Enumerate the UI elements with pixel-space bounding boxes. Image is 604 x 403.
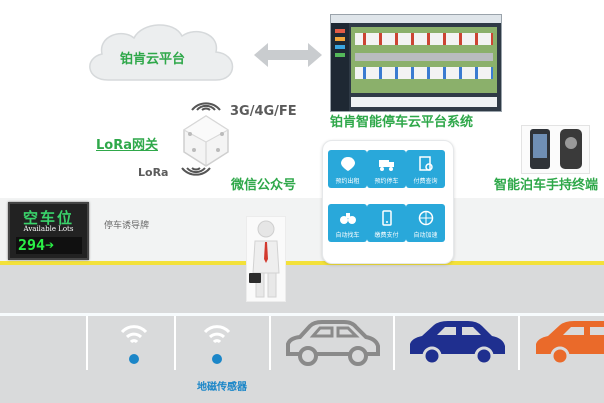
screen-footer bbox=[351, 97, 497, 107]
geomagnetic-sensor-icon bbox=[203, 325, 231, 364]
road-yellow-line bbox=[0, 261, 604, 265]
person-icon bbox=[249, 220, 280, 298]
phone-icon bbox=[530, 129, 550, 169]
screen-titlebar bbox=[331, 15, 501, 23]
globe-icon bbox=[418, 210, 434, 226]
terminal-button bbox=[565, 137, 577, 149]
screen-menu-item bbox=[335, 37, 345, 41]
double-arrow-icon bbox=[254, 43, 322, 67]
parking-divider bbox=[393, 316, 395, 370]
wechat-tile[interactable]: 预约出租 bbox=[328, 150, 367, 188]
sign-count-display: 294➔ bbox=[16, 237, 82, 254]
map-pin-icon bbox=[341, 157, 355, 171]
screen-menu-item bbox=[335, 53, 345, 57]
sidewalk bbox=[0, 198, 604, 264]
wechat-tile[interactable]: 自动找车 bbox=[328, 204, 367, 242]
geomagnetic-sensor-icon bbox=[120, 325, 148, 364]
wifi-signal-icon bbox=[181, 167, 211, 176]
sign-subtitle: Available Lots bbox=[23, 225, 74, 233]
platform-label: 铂肯智能停车云平台系统 bbox=[330, 115, 474, 130]
car-blue-icon bbox=[410, 321, 505, 366]
wechat-tile[interactable]: 自动加速 bbox=[406, 204, 445, 242]
network-label: 3G/4G/FE bbox=[230, 104, 297, 119]
sensor-label: 地磁传感器 bbox=[197, 382, 247, 393]
mobile-payment-icon bbox=[382, 210, 392, 226]
parking-divider bbox=[518, 316, 520, 370]
parking-row bbox=[355, 33, 493, 45]
binoculars-icon bbox=[340, 213, 356, 224]
gateway-label: LoRa网关 bbox=[96, 138, 158, 153]
handheld-terminal-image bbox=[521, 125, 590, 174]
sign-count: 294 bbox=[18, 236, 46, 254]
parking-divider bbox=[86, 316, 88, 370]
wechat-tile[interactable]: 缴费支付 bbox=[367, 204, 406, 242]
phone-screen bbox=[533, 134, 547, 158]
parking-guide-sign: 空车位 Available Lots 294➔ bbox=[8, 202, 89, 260]
terminal-icon bbox=[560, 129, 582, 169]
wechat-tile[interactable]: 预约停车 bbox=[367, 150, 406, 188]
wechat-label: 微信公众号 bbox=[231, 178, 297, 193]
arrow-right-icon: ➔ bbox=[45, 236, 55, 254]
lora-label: LoRa bbox=[138, 166, 169, 179]
parking-lot-line bbox=[0, 313, 604, 316]
screen-menu-item bbox=[335, 29, 345, 33]
parking-divider bbox=[269, 316, 271, 370]
lane bbox=[355, 53, 493, 61]
car-outline-icon bbox=[286, 320, 380, 366]
cloud-label: 铂肯云平台 bbox=[120, 52, 186, 67]
document-search-icon bbox=[419, 156, 433, 171]
platform-screenshot bbox=[330, 14, 502, 112]
car-orange-icon bbox=[536, 321, 604, 366]
wifi-signal-icon bbox=[191, 102, 221, 111]
screen-parking-map bbox=[351, 27, 497, 93]
wechat-tile[interactable]: 付费查询 bbox=[406, 150, 445, 188]
sign-title: 空车位 bbox=[22, 209, 74, 227]
lora-gateway-icon bbox=[183, 115, 229, 167]
handheld-label: 智能泊车手持终端 bbox=[494, 178, 599, 193]
guide-sign-label: 停车诱导牌 bbox=[104, 221, 150, 231]
cloud-icon bbox=[89, 24, 234, 81]
parking-row bbox=[355, 67, 493, 79]
screen-menu-item bbox=[335, 45, 345, 49]
driver-figure bbox=[246, 216, 286, 302]
parking-divider bbox=[174, 316, 176, 370]
truck-icon bbox=[379, 160, 394, 171]
